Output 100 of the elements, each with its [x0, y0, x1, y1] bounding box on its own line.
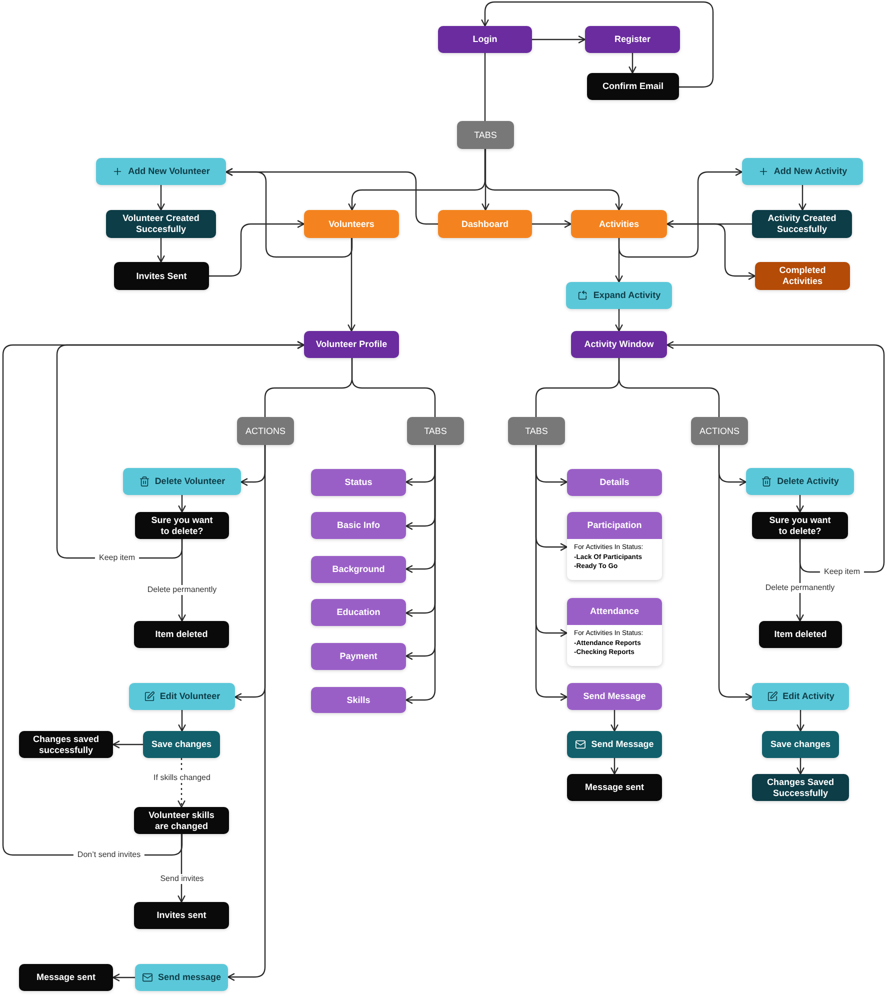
message-box: [134, 807, 229, 834]
tab-box: [311, 512, 406, 539]
arrow: [481, 1, 714, 88]
arrow: [157, 185, 165, 211]
step-label: Save changes: [151, 739, 212, 750]
arrow: [718, 445, 753, 701]
step-label: Item deleted: [774, 629, 827, 640]
arrow: [610, 758, 618, 775]
step-label: Activity Created Succesfully: [766, 213, 838, 235]
arrow: [178, 495, 186, 513]
step-label: Background: [332, 564, 385, 575]
action-box: [129, 683, 235, 710]
arrow: [178, 710, 186, 732]
arrow: [482, 149, 490, 211]
step-label: Activities: [598, 218, 640, 230]
arrow: [796, 539, 804, 622]
step-label: ACTIONS: [245, 426, 286, 436]
step-label: Completed Activities: [778, 265, 827, 287]
step-label: Invites Sent: [136, 270, 187, 282]
tab-box: [311, 687, 406, 713]
action-box: [746, 468, 854, 495]
step-label: Changes saved successfully: [32, 734, 100, 756]
screen-box: [438, 26, 532, 53]
arrow: [112, 974, 135, 982]
group-tag: [237, 417, 294, 445]
action-box: [123, 468, 241, 495]
arrow: [666, 220, 752, 228]
step-label: TABS: [474, 130, 497, 140]
tab-box: [311, 469, 406, 496]
screen-box: [585, 26, 680, 53]
arrow: [615, 238, 623, 283]
action-box: [742, 158, 863, 185]
arrow: [532, 36, 586, 44]
message-box: [587, 73, 679, 100]
step-label: Basic Info: [336, 520, 380, 531]
action-box: [762, 731, 839, 758]
action-box: [96, 158, 226, 185]
step-label: Status: [344, 477, 372, 488]
screen-box: [304, 331, 399, 358]
group-tag: [407, 417, 464, 445]
message-box: [19, 964, 113, 991]
step-label: Expand Activity: [593, 290, 661, 301]
connector-line: [351, 358, 436, 417]
arrow: [484, 149, 623, 211]
action-box: [752, 683, 849, 710]
step-label: Edit Volunteer: [160, 691, 220, 702]
success-box: [752, 210, 852, 238]
arrow: [348, 238, 356, 332]
step-label: Volunteer skills are changed: [148, 810, 216, 832]
step-label: Dashboard: [461, 218, 508, 230]
step-label: Send Message: [583, 691, 646, 702]
step-label: Volunteer Profile: [316, 339, 388, 350]
action-box: [567, 731, 662, 758]
connector-line: [618, 358, 720, 417]
arrow: [796, 758, 804, 775]
tab-box: [755, 262, 850, 290]
arrow: [178, 539, 186, 622]
arrow: [535, 445, 568, 701]
arrow: [2, 341, 305, 856]
arrow: [796, 495, 804, 513]
edge-label: Don’t send invites: [73, 850, 145, 860]
step-label: TABS: [424, 426, 447, 436]
screen-box: [571, 331, 667, 358]
step-label: Payment: [340, 651, 378, 662]
step-label: Activity Window: [584, 339, 654, 350]
step-label: Send Message: [591, 739, 654, 750]
arrow: [666, 341, 885, 573]
arrow: [615, 309, 623, 332]
step-label: Save changes: [770, 739, 831, 750]
arrow: [178, 834, 186, 903]
tab-box: [571, 210, 667, 238]
tab-box: [304, 210, 399, 238]
step-label: Sure you want to delete?: [768, 514, 832, 536]
arrow: [798, 185, 806, 211]
tab-box: [567, 469, 662, 496]
message-box: [19, 731, 113, 758]
step-label: Volunteers: [328, 218, 374, 230]
step-label: Invites sent: [156, 910, 206, 921]
message-box: [114, 262, 209, 290]
message-box: [134, 902, 229, 929]
step-label: Delete Volunteer: [154, 476, 226, 487]
group-tag: [457, 121, 514, 149]
group-tag: [691, 417, 748, 445]
success-box: [752, 774, 849, 801]
message-box: [759, 621, 842, 648]
tab-box: [567, 683, 662, 710]
tab-box: [438, 210, 532, 238]
action-box: [135, 964, 228, 991]
step-label: ACTIONS: [699, 426, 740, 436]
info-card: [567, 512, 662, 580]
arrow: [112, 740, 143, 748]
step-label: Changes Saved Successfully: [766, 776, 836, 798]
card-title: Attendance: [567, 598, 662, 625]
step-label: Delete Activity: [777, 476, 839, 487]
step-label: Education: [336, 607, 380, 618]
step-label: Add New Volunteer: [128, 166, 210, 177]
step-label: Volunteer Created Succesfully: [122, 213, 200, 235]
step-label: Skills: [346, 694, 370, 706]
tab-box: [311, 643, 406, 670]
edge-label: Keep item: [820, 567, 864, 577]
